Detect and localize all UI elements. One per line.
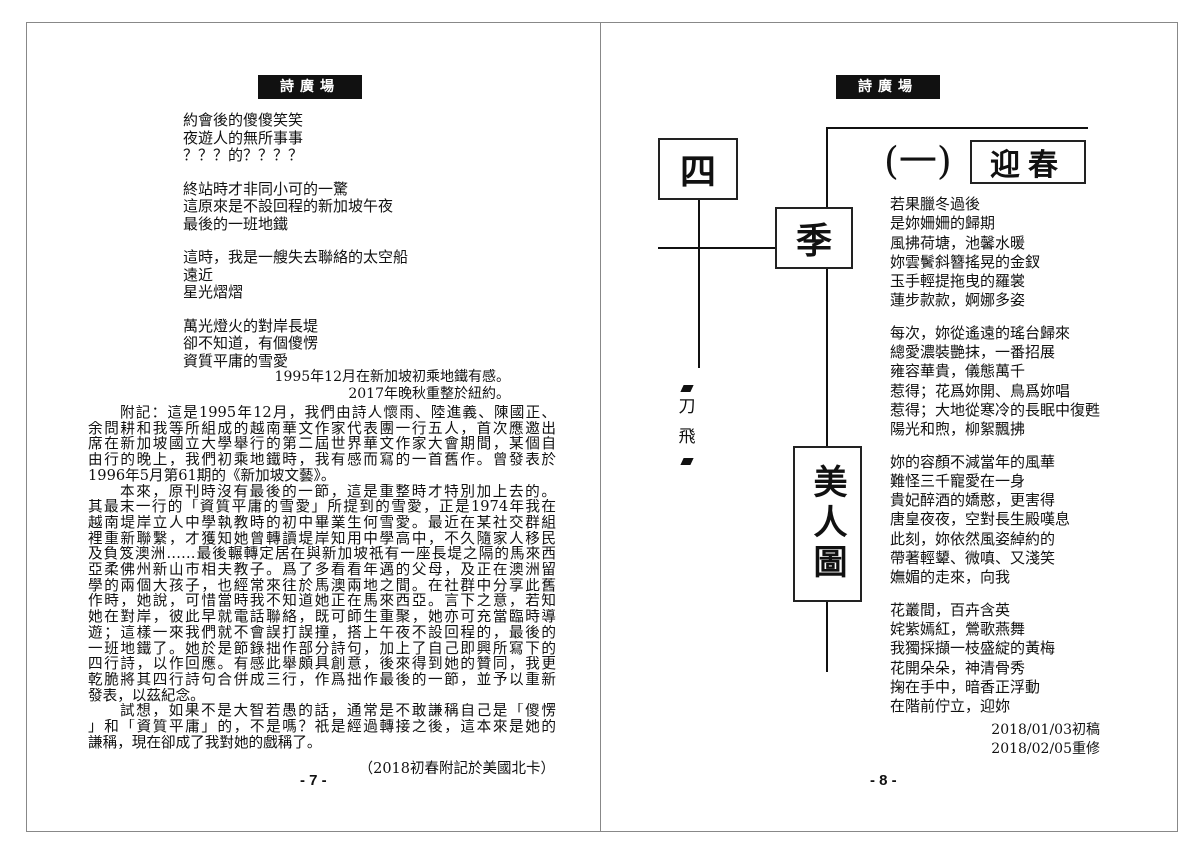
page-number: - 8 - xyxy=(870,772,897,789)
poem-line: 風拂荷塘，池馨水暖 xyxy=(890,233,1026,252)
stanza: 這時，我是一艘失去聯絡的太空船 遠近 星光熠熠 xyxy=(183,248,409,302)
poem-line: 萬光燈火的對岸長堤 xyxy=(183,316,319,335)
poem-line: 此刻，妳依然風姿綽約的 xyxy=(890,529,1056,548)
prose-line: 其最末一行的「資質平庸的雪愛」所提到的雪愛，正是1974年我在 xyxy=(88,499,556,515)
poem-line: 是妳姍姍的歸期 xyxy=(890,214,996,233)
poem-line: 姹紫嫣紅，鶯歌燕舞 xyxy=(890,619,1026,638)
prose-line: 謙稱，現在卻成了我對她的戲稱了。 xyxy=(88,734,322,751)
poem-line: 每次，妳從遙遠的瑤台歸來 xyxy=(890,323,1071,342)
stanza: 終站時才非同小可的一驚 這原來是不設回程的新加坡午夜 最後的一班地鐵 xyxy=(183,179,408,234)
stanza: 若果臘冬過後 是妳姍姍的歸期 風拂荷塘，池馨水暖 妳雲鬢斜簪搖晃的金釵 玉手輕提… xyxy=(890,195,1100,311)
poem-line: 資質平庸的雪愛 xyxy=(183,351,289,370)
poem-line: 雍容華貴，儀態萬千 xyxy=(890,362,1026,381)
prose-line: 裡重新聯繫，才獲知她曾轉讀堤岸知用中學高中，不久隨家人移民 xyxy=(88,530,556,547)
postscript: 附記：這是1995年12月，我們由詩人懷雨、陸進義、陳國正、 余問耕和我等所組成… xyxy=(88,405,556,750)
poem-line: 總愛濃裝艷抹，一番招展 xyxy=(890,343,1056,362)
ornament-mark xyxy=(680,385,694,392)
prose-line: 越南堤岸立人中學執教時的初中畢業生何雪愛。最近在某社交群組 xyxy=(88,514,556,531)
poem-line: 貴妃醉酒的嬌憨，更害得 xyxy=(890,491,1056,510)
poem-line: 帶著輕顰、微嗔、又淺笑 xyxy=(890,549,1056,568)
poem-line: 妳雲鬢斜簪搖晃的金釵 xyxy=(890,252,1041,271)
stanza: 約會後的傻傻笑笑 夜遊人的無所事事 ？？？的？？？？ xyxy=(183,111,408,165)
connector-line xyxy=(698,200,700,368)
poem-line: 玉手輕提拖曳的羅裳 xyxy=(890,272,1026,291)
poem-line: 惹得；花爲妳開、鳥爲妳唱 xyxy=(890,381,1071,400)
section-header: 詩廣場 xyxy=(258,75,362,99)
poem-line: 若果臘冬過後 xyxy=(890,195,981,213)
poem-line: 終站時才非同小可的一驚 xyxy=(183,179,349,198)
prose-line: 乾脆將其四行詩句合併成三行，作爲拙作最後的一節，並予以重新 xyxy=(88,671,556,688)
page-frame xyxy=(26,22,1178,832)
poem-line: 妳的容顏不減當年的風華 xyxy=(890,452,1056,471)
section-header: 詩廣場 xyxy=(836,75,940,99)
poem-line: 花開朵朵，神清骨秀 xyxy=(890,658,1026,677)
poem-line: 這時，我是一艘失去聯絡的太空船 xyxy=(183,248,409,266)
poem-line: 卻不知道，有個傻愣 xyxy=(183,334,319,352)
series-title-four: 四 xyxy=(658,138,738,200)
prose-line: 1996年5月第61期的《新加坡文藝》。 xyxy=(88,467,336,484)
connector-line xyxy=(826,127,828,607)
series-title-beauty-portrait: 美人圖 xyxy=(793,446,862,602)
poem-line: 唐皇夜夜，空對長生殿嘆息 xyxy=(890,510,1071,529)
ornament-mark xyxy=(680,458,694,465)
poem-line: 夜遊人的無所事事 xyxy=(183,128,304,147)
date-line: 2018/02/05重修 xyxy=(991,741,1100,757)
attribution-line: 1995年12月在新加坡初乘地鐵有感。 xyxy=(274,369,510,385)
prose-line: 及負笈澳洲……最後輾轉定居在與新加坡祇有一座長堤之隔的馬來西 xyxy=(88,546,556,563)
poem-attribution: 1995年12月在新加坡初乘地鐵有感。 2017年晚秋重整於紐約。 xyxy=(230,369,510,403)
page-number: - 7 - xyxy=(300,772,327,789)
poem-line: 星光熠熠 xyxy=(183,283,244,301)
poem-line: 嫵媚的走來，向我 xyxy=(890,568,1011,587)
postscript-closing: （2018初春附記於美國北卡） xyxy=(358,761,555,777)
prose-line: 亞柔佛州新山市相夫教子。爲了多看看年邁的父母，及正在澳洲留 xyxy=(88,562,556,578)
prose-line: 四行詩，以作回應。有感此舉頗具創意，後來得到她的贊同，我更 xyxy=(88,656,556,672)
stanza: 妳的容顏不減當年的風華 難怪三千寵愛在一身 貴妃醉酒的嬌憨，更害得 唐皇夜夜，空… xyxy=(890,453,1100,588)
stanza: 每次，妳從遙遠的瑤台歸來 總愛濃裝艷抹，一番招展 雍容華貴，儀態萬千 惹得；花爲… xyxy=(890,324,1100,440)
center-fold xyxy=(600,22,601,832)
poem-line: ？？？的？？？？ xyxy=(183,146,304,164)
part-title: 迎春 xyxy=(970,140,1086,184)
author-byline: 刀 飛 xyxy=(676,385,698,465)
poem-line: 這原來是不設回程的新加坡午夜 xyxy=(183,197,394,215)
left-poem: 約會後的傻傻笑笑 夜遊人的無所事事 ？？？的？？？？ 終站時才非同小可的一驚 這… xyxy=(183,111,409,371)
poem-line: 最後的一班地鐵 xyxy=(183,214,289,233)
connector-line xyxy=(826,127,1088,129)
poem-line: 蓮步款款，婀娜多姿 xyxy=(890,291,1026,310)
prose-line: 一班地鐵了。她於是節錄拙作部分詩句，加上了自己即興所寫下的 xyxy=(88,640,556,657)
author-char: 飛 xyxy=(678,427,696,447)
right-poem: 若果臘冬過後 是妳姍姍的歸期 風拂荷塘，池馨水暖 妳雲鬢斜簪搖晃的金釵 玉手輕提… xyxy=(890,195,1100,716)
connector-line xyxy=(826,600,828,672)
attribution-line: 2017年晚秋重整於紐約。 xyxy=(348,386,510,402)
prose-line: 席在新加坡國立大學舉行的第二屆世界華文作家大會期間，某個自 xyxy=(88,436,556,453)
prose-line: 遊；這樣一來我們就不會誤打誤撞，搭上午夜不設回程的，最後的 xyxy=(88,624,556,641)
poem-line: 難怪三千寵愛在一身 xyxy=(890,471,1026,490)
poem-line: 我獨採擷一枝盛綻的黃梅 xyxy=(890,639,1056,658)
part-number: (一) xyxy=(884,139,952,183)
prose-line: 學的兩個大孩子，也經常來往於馬澳兩地之間。在社群中分享此舊 xyxy=(88,577,556,594)
prose-line: 發表，以茲紀念。 xyxy=(88,687,205,704)
poem-line: 遠近 xyxy=(183,265,214,284)
connector-line xyxy=(658,247,776,249)
poem-line: 惹得；大地從寒冷的長眠中復甦 xyxy=(890,400,1101,419)
prose-line: 作時，她說，可惜當時我不知道她正在馬來西亞。言下之意，若知 xyxy=(88,593,556,610)
poem-dates: 2018/01/03初稿 2018/02/05重修 xyxy=(900,721,1100,759)
prose-line: 余問耕和我等所組成的越南華文作家代表團一行五人，首次應邀出 xyxy=(88,420,556,437)
stanza: 萬光燈火的對岸長堤 卻不知道，有個傻愣 資質平庸的雪愛 xyxy=(183,316,408,371)
series-title-season: 季 xyxy=(775,207,853,269)
prose-line: 由行的晚上，我們初乘地鐵時，我有感而寫的一首舊作。曾發表於 xyxy=(88,452,556,468)
prose-line: 附記：這是1995年12月，我們由詩人懷雨、陸進義、陳國正、 xyxy=(120,405,556,421)
poem-line: 陽光和煦，柳絮飄拂 xyxy=(890,420,1026,439)
stanza: 花叢間，百卉含英 姹紫嫣紅，鶯歌燕舞 我獨採擷一枝盛綻的黃梅 花開朵朵，神清骨秀… xyxy=(890,601,1100,717)
author-char: 刀 xyxy=(678,397,696,417)
poem-line: 約會後的傻傻笑笑 xyxy=(183,111,304,129)
prose-line: 試想，如果不是大智若愚的話，通常是不敢謙稱自己是「傻愣 xyxy=(120,703,556,720)
date-line: 2018/01/03初稿 xyxy=(991,722,1100,738)
prose-line: 本來，原刊時沒有最後的一節，這是重整時才特別加上去的。 xyxy=(120,483,556,500)
prose-line: 」和「資質平庸」的，不是嗎？祇是經過轉接之後，這本來是她的 xyxy=(88,719,556,735)
poem-line: 在階前佇立，迎妳 xyxy=(890,697,1011,716)
poem-line: 花叢間，百卉含英 xyxy=(890,600,1011,619)
poem-line: 掬在手中，暗香正浮動 xyxy=(890,677,1041,696)
prose-line: 她在對岸，彼此早就電話聯絡，既可師生重聚，她亦可充當臨時導 xyxy=(88,609,556,625)
